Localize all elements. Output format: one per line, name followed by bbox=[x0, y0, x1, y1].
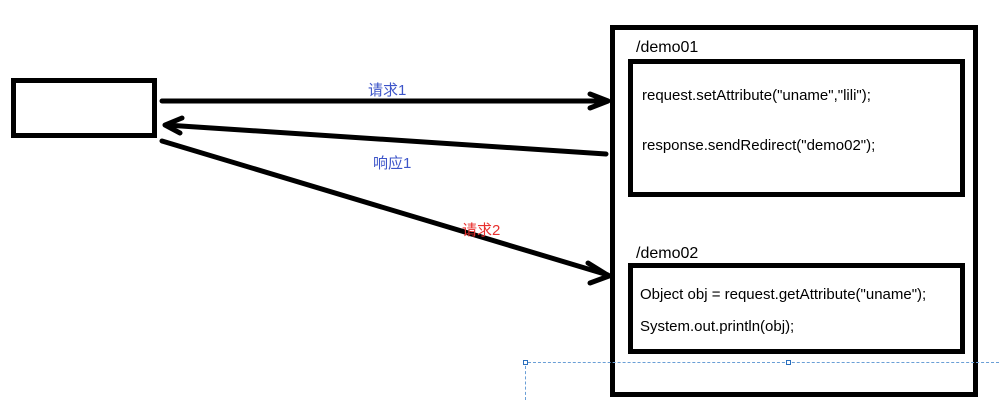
response1-label: 响应1 bbox=[373, 155, 412, 172]
demo02-code-line: Object obj = request.getAttribute("uname… bbox=[640, 286, 927, 303]
demo01-code-line: request.setAttribute("uname","lili"); bbox=[642, 87, 871, 104]
client-box bbox=[11, 78, 157, 138]
server-box bbox=[610, 25, 978, 397]
demo02-box bbox=[628, 263, 965, 354]
demo01-title: /demo01 bbox=[636, 39, 699, 56]
selection-handle[interactable] bbox=[786, 360, 791, 365]
response1-arrow bbox=[162, 115, 609, 157]
selection-guide-vertical bbox=[525, 366, 526, 400]
demo01-box bbox=[628, 59, 965, 197]
request2-label: 请求2 bbox=[462, 222, 501, 239]
demo01-code-line: response.sendRedirect("demo02"); bbox=[642, 137, 876, 154]
request1-label: 请求1 bbox=[368, 82, 407, 99]
demo02-title: /demo02 bbox=[636, 245, 699, 262]
selection-guide-horizontal bbox=[528, 362, 999, 363]
demo02-code-line: System.out.println(obj); bbox=[640, 318, 795, 335]
selection-handle[interactable] bbox=[523, 360, 528, 365]
